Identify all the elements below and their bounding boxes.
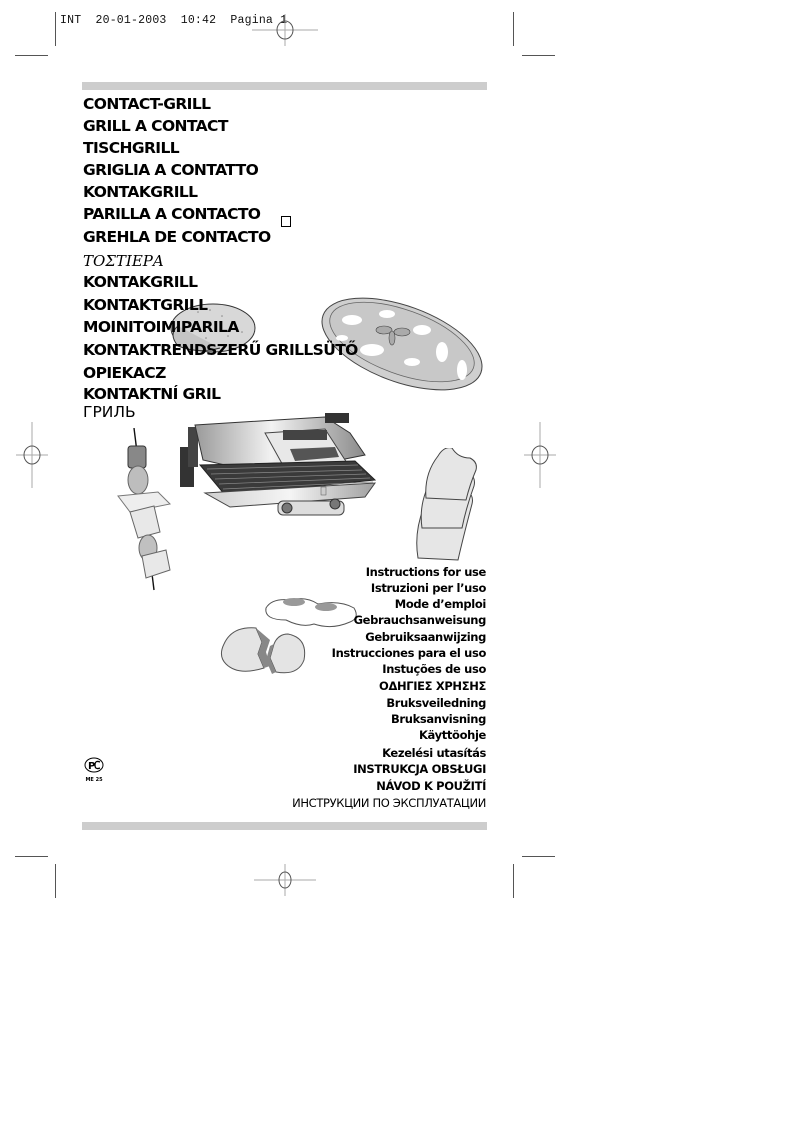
instructions-label: Bruksveiledning [386, 696, 486, 710]
instructions-label: Instrucciones para el uso [331, 646, 487, 660]
top-divider-bar [82, 82, 487, 90]
product-title: ΤΟΣΤΙΕΡΑ [83, 252, 164, 270]
product-title: CONTACT-GRILL [83, 95, 211, 113]
product-title: KONTAKGRILL [83, 183, 198, 201]
egg-shells-illustration [220, 627, 306, 674]
product-title: MOINITOIMIPARILA [83, 318, 239, 336]
fried-eggs-illustration [265, 598, 357, 628]
registration-mark-top-icon [252, 14, 318, 46]
instructions-label: INSTRUKCJA OBSŁUGI [353, 762, 486, 776]
bread-slices-illustration [416, 448, 477, 561]
instructions-label: ΟΔΗΓΙΕΣ ΧΡΗΣΗΣ [379, 679, 486, 693]
missing-glyph-box-icon [281, 216, 291, 227]
product-title: KONTAKTNÍ GRIL [83, 385, 221, 403]
product-title: KONTAKTRENDSZERŰ GRILLSÜTŐ [83, 341, 358, 359]
instructions-label: Istruzioni per l’uso [370, 581, 486, 595]
product-title: GRIGLIA A CONTATTO [83, 161, 259, 179]
product-title: GREHLA DE CONTACTO [83, 228, 271, 246]
instructions-label: Gebrauchsanweisung [353, 613, 487, 627]
bottom-divider-bar [82, 822, 487, 830]
registration-mark-bottom-icon [254, 864, 316, 896]
product-title: PARILLA A CONTACTO [83, 205, 261, 223]
instructions-label: Instructions for use [365, 565, 487, 579]
instructions-label: Bruksanvisning [391, 712, 486, 726]
kebab-skewer-illustration [117, 428, 172, 591]
product-title: GRILL A CONTACT [83, 117, 228, 135]
pct-certification-icon: P [84, 757, 104, 773]
instructions-label: Kezelési utasítás [382, 746, 486, 760]
registration-mark-right-icon [524, 422, 556, 488]
contact-grill-illustration [180, 413, 377, 516]
certification-mark: P ME 25 [82, 757, 106, 783]
instructions-label: NÁVOD K POUŽITÍ [376, 779, 486, 793]
product-title: KONTAKGRILL [83, 273, 198, 291]
certification-code: ME 25 [85, 777, 103, 783]
print-slug: INT 20-01-2003 10:42 Pagina 1 [60, 14, 288, 27]
instructions-label: Mode d’emploi [394, 597, 487, 611]
instructions-label: ИНСТРУКЦИИ ПО ЭКСПЛУАТАЦИИ [292, 796, 486, 810]
registration-mark-left-icon [16, 422, 48, 488]
instructions-label: Gebruiksaanwijzing [365, 630, 486, 644]
pizza-illustration [321, 297, 483, 391]
svg-text:P: P [88, 761, 95, 772]
bread-roll-illustration [170, 303, 256, 353]
product-title: ГРИЛЬ [83, 403, 136, 421]
product-title: OPIEKACZ [83, 364, 166, 382]
instructions-label: Käyttöohje [418, 728, 486, 742]
instructions-label: Instuções de uso [382, 662, 486, 676]
product-title: KONTAKTGRILL [83, 296, 208, 314]
product-title: TISCHGRILL [83, 139, 180, 157]
